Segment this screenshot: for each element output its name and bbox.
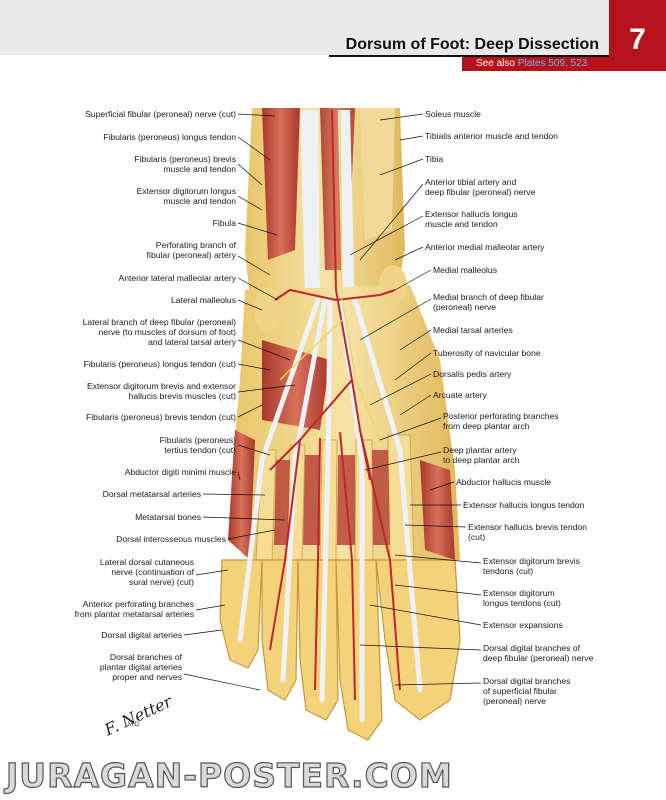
fibularis-muscle [262, 108, 300, 260]
arteries [269, 109, 401, 701]
see-also-link[interactable]: Plates 509, 523 [517, 58, 588, 69]
label-tuberosity-navicular: Tuberosity of navicular bone [433, 348, 541, 358]
label-lateral-malleolus: Lateral malleolus [171, 295, 236, 305]
label-anterior-lateral-malleolar-artery: Anterior lateral malleolar artery [118, 273, 237, 283]
tendon-2 [338, 110, 355, 310]
label-extensor-hallucis-brevis-tendon: Extensor hallucis brevis tendon(cut) [468, 522, 587, 542]
label-abductor-digiti-minimi: Abductor digiti minimi muscle [124, 467, 236, 477]
label-anterior-medial-malleolar-artery: Anterior medial malleolar artery [425, 242, 545, 252]
label-extensor-hallucis-longus-tendon: Extensor hallucis longus tendon [463, 500, 585, 510]
label-medial-tarsal-arteries: Medial tarsal arteries [433, 325, 513, 335]
label-tibialis-anterior: Tibialis anterior muscle and tendon [425, 131, 558, 141]
nerves [279, 109, 381, 441]
abductor-hallucis [420, 460, 455, 560]
label-fibula: Fibula [212, 218, 236, 228]
label-metatarsal-bones: Metatarsal bones [135, 512, 201, 522]
tendon-1 [300, 110, 320, 300]
label-medial-branch-deep-fibular: Medial branch of deep fibular(peroneal) … [433, 292, 544, 312]
watermark: JURAGAN-POSTER.COM [0, 754, 666, 800]
title-rule [329, 55, 609, 57]
artist-signature-mark: M.D. [128, 722, 141, 728]
toes [219, 559, 461, 741]
label-arcuate-artery: Arcuate artery [433, 390, 487, 400]
label-fibularis-tertius: Fibularis (peroneus)tertius tendon (cut) [159, 435, 236, 455]
watermark-text: JURAGAN-POSTER.COM [5, 755, 453, 795]
label-soleus-muscle: Soleus muscle [425, 109, 481, 119]
label-medial-malleolus: Medial malleolus [433, 265, 498, 275]
label-dorsal-metatarsal-arteries: Dorsal metatarsal arteries [102, 489, 201, 499]
label-extensor-expansions: Extensor expansions [483, 620, 563, 630]
see-also-bar: See also Plates 509, 523 [462, 57, 609, 71]
see-also-prefix: See also [476, 58, 515, 69]
label-superficial-fibular-nerve: Superficial fibular (peroneal) nerve (cu… [85, 109, 236, 119]
medial-malleolus [379, 265, 407, 305]
label-abductor-hallucis: Abductor hallucis muscle [456, 477, 552, 487]
label-dorsalis-pedis-artery: Dorsalis pedis artery [433, 369, 512, 379]
chapter-tab: 7 [609, 0, 666, 71]
label-fibularis-longus-tendon: Fibularis (peroneus) longus tendon [103, 132, 236, 142]
label-dorsal-interosseous: Dorsal interosseous muscles [116, 534, 226, 544]
header-band [0, 0, 609, 55]
page-title: Dorsum of Foot: Deep Dissection [345, 36, 599, 53]
label-dorsal-digital-arteries: Dorsal digital arteries [101, 630, 182, 640]
label-tibia: Tibia [425, 154, 444, 164]
label-lateral-branch-deep-fibular: Lateral branch of deep fibular (peroneal… [82, 317, 236, 347]
label-fibularis-brevis-cut: Fibularis (peroneus) brevis tendon (cut) [86, 412, 236, 422]
lateral-malleolus [254, 288, 282, 332]
label-fibularis-longus-cut: Fibularis (peroneus) longus tendon (cut) [83, 359, 236, 369]
tibia-region [360, 108, 395, 240]
interosseous-muscles [274, 450, 390, 545]
